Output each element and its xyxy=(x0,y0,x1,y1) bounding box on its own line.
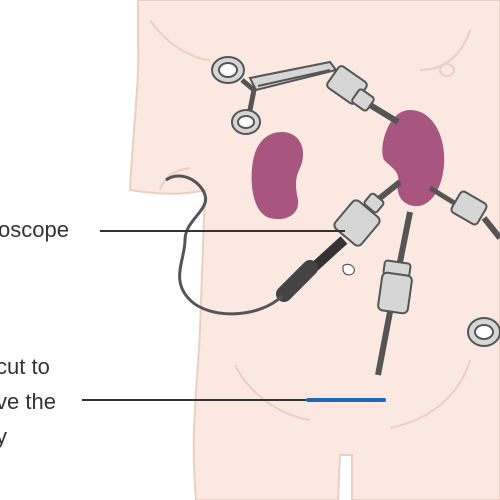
navel xyxy=(342,263,355,276)
nipple xyxy=(439,63,455,77)
laparoscope xyxy=(165,174,402,316)
incision-label-line-2: ve the xyxy=(0,389,56,414)
arm-crease xyxy=(159,167,191,191)
hip-line-right xyxy=(389,359,471,429)
laparoscope-label: oscope xyxy=(0,217,69,242)
left-kidney xyxy=(251,132,304,220)
chest-line xyxy=(149,19,211,61)
chest-line-right xyxy=(419,29,471,71)
lower-instrument xyxy=(375,211,413,376)
right-kidney xyxy=(382,110,445,207)
incision-label-line-3: y xyxy=(0,424,7,449)
camera-cable xyxy=(165,174,284,316)
forceps xyxy=(211,56,400,135)
incision-label-line-1: cut to xyxy=(0,354,50,379)
hip-line xyxy=(234,364,311,421)
right-instrument xyxy=(428,185,500,347)
